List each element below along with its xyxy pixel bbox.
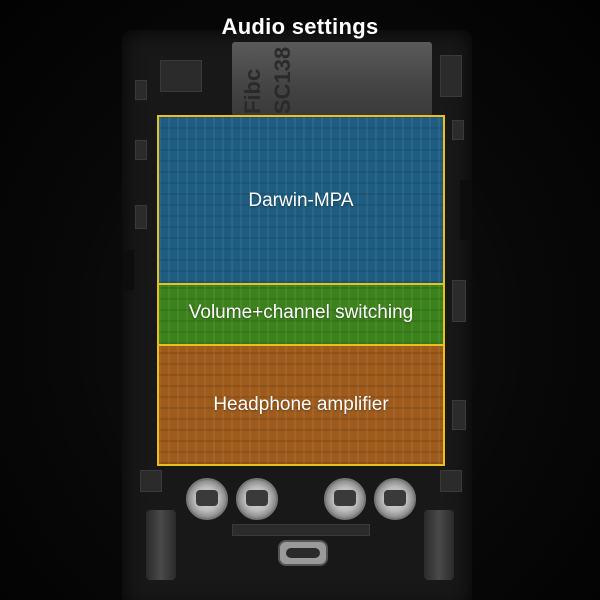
zone-label-darwin-mpa: Darwin-MPA [248, 190, 354, 211]
zone-headphone-amplifier: Headphone amplifier [157, 344, 445, 466]
zone-label-volume-channel-switching: Volume+channel switching [188, 302, 414, 323]
electrolytic-capacitor-icon [236, 478, 278, 520]
smd-component [140, 470, 162, 492]
zone-circuit-texture [159, 117, 443, 283]
electrolytic-capacitor-icon [324, 478, 366, 520]
electrolytic-capacitor-icon [186, 478, 228, 520]
smd-component [440, 470, 462, 492]
zone-circuit-texture [159, 285, 443, 344]
chip-marking-model: SC138 [270, 46, 295, 114]
zone-circuit-texture [159, 346, 443, 464]
side-button-component [135, 140, 147, 160]
zone-label-headphone-amplifier: Headphone amplifier [213, 394, 389, 415]
chip-marking-brand: Fibc [240, 68, 265, 114]
side-connector-component [452, 400, 466, 430]
zone-darwin-mpa: Darwin-MPA [157, 115, 445, 285]
smd-component-cluster [440, 55, 462, 97]
side-connector-component [452, 280, 466, 322]
side-button-component [135, 80, 147, 100]
board-edge-notch-right [460, 180, 472, 240]
smd-component-cluster [160, 60, 202, 92]
processor-chip: Fibc SC138 [232, 42, 432, 116]
electrolytic-capacitor-icon [374, 478, 416, 520]
side-button-component [135, 205, 147, 229]
pin-header-strip [232, 524, 370, 536]
side-button-component [452, 120, 464, 140]
usb-c-port-icon [278, 540, 328, 566]
audio-jack-icon-right [424, 510, 454, 580]
board-edge-notch-left [122, 250, 134, 290]
audio-jack-icon-left [146, 510, 176, 580]
page-title: Audio settings [221, 14, 379, 39]
zone-volume-channel-switching: Volume+channel switching [157, 283, 445, 346]
